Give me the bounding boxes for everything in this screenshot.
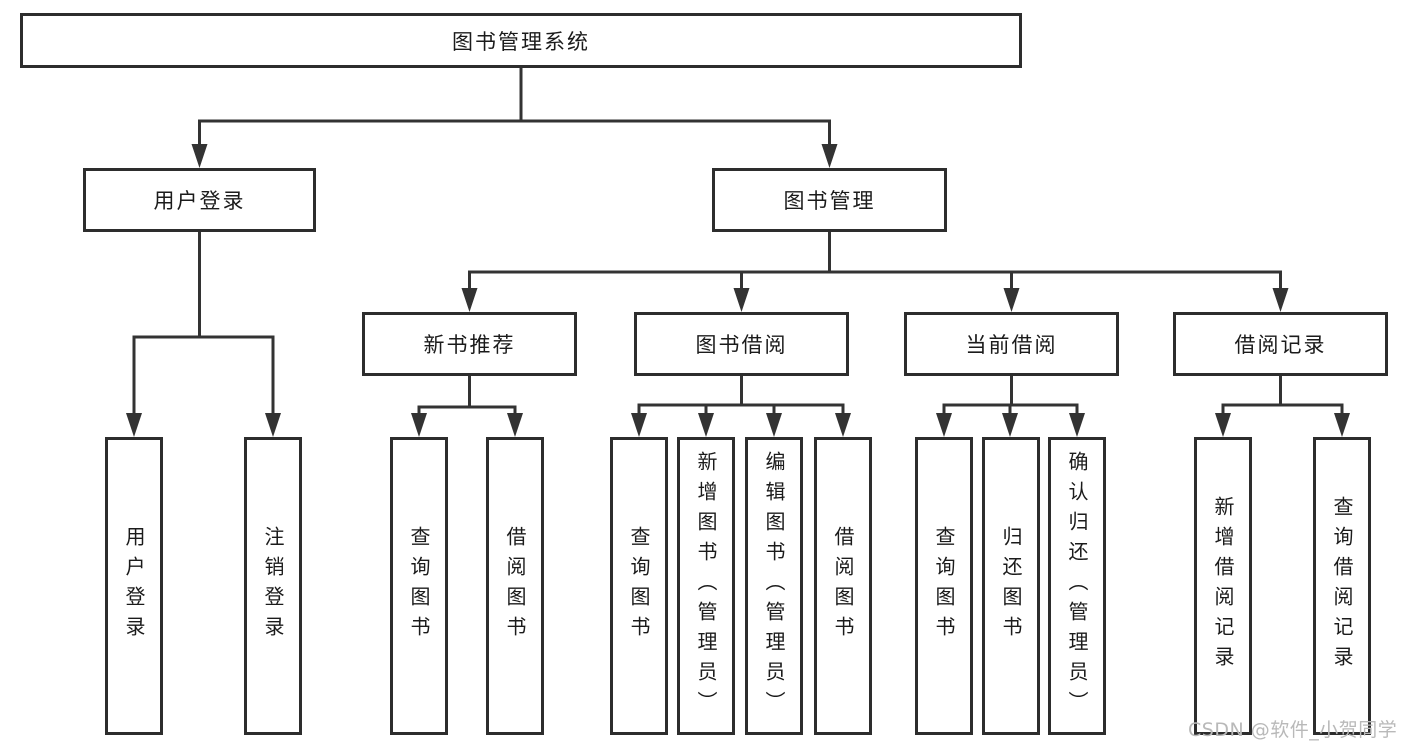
leaf-current-query-books: 查询图书 <box>915 437 973 735</box>
node-user-login: 用户登录 <box>83 168 316 232</box>
node-root-label: 图书管理系统 <box>452 29 590 54</box>
node-user-login-label: 用户登录 <box>153 189 246 213</box>
leaf-borrow-borrow-books: 借阅图书 <box>814 437 872 735</box>
node-book-borrow: 图书借阅 <box>634 312 849 376</box>
leaf-current-confirm-return-admin: 确认归还（管理员） <box>1048 437 1106 735</box>
leaf-user-login: 用户登录 <box>105 437 163 735</box>
leaf-logout-login: 注销登录 <box>244 437 302 735</box>
leaf-borrow-add-books-admin: 新增图书（管理员） <box>677 437 735 735</box>
node-book-borrow-label: 图书借阅 <box>695 333 788 357</box>
csdn-watermark: CSDN @软件_小贺同学 <box>1188 719 1398 741</box>
leaf-records-query-borrow-record-label: 查询借阅记录 <box>1330 496 1354 676</box>
leaf-recommend-borrow-books: 借阅图书 <box>486 437 544 735</box>
leaf-recommend-borrow-books-label: 借阅图书 <box>503 526 527 646</box>
leaf-records-add-borrow-record-label: 新增借阅记录 <box>1211 496 1235 676</box>
leaf-logout-login-label: 注销登录 <box>261 526 285 646</box>
node-book-management-label: 图书管理 <box>783 189 876 213</box>
leaf-borrow-edit-books-admin-label: 编辑图书（管理员） <box>762 451 786 721</box>
leaf-recommend-query-books: 查询图书 <box>390 437 448 735</box>
node-root-system: 图书管理系统 <box>20 13 1022 68</box>
leaf-current-return-books-label: 归还图书 <box>999 526 1023 646</box>
node-current-borrow: 当前借阅 <box>904 312 1119 376</box>
leaf-user-login-label: 用户登录 <box>122 526 146 646</box>
leaf-records-query-borrow-record: 查询借阅记录 <box>1313 437 1371 735</box>
leaf-recommend-query-books-label: 查询图书 <box>407 526 431 646</box>
node-borrow-records: 借阅记录 <box>1173 312 1388 376</box>
leaf-borrow-add-books-admin-label: 新增图书（管理员） <box>694 451 718 721</box>
node-book-management: 图书管理 <box>712 168 947 232</box>
leaf-current-return-books: 归还图书 <box>982 437 1040 735</box>
node-new-book-recommend-label: 新书推荐 <box>423 333 516 357</box>
node-current-borrow-label: 当前借阅 <box>965 333 1058 357</box>
leaf-records-add-borrow-record: 新增借阅记录 <box>1194 437 1252 735</box>
leaf-current-confirm-return-admin-label: 确认归还（管理员） <box>1065 451 1089 721</box>
node-borrow-records-label: 借阅记录 <box>1234 333 1327 357</box>
leaf-borrow-query-books-label: 查询图书 <box>627 526 651 646</box>
leaf-borrow-borrow-books-label: 借阅图书 <box>831 526 855 646</box>
leaf-current-query-books-label: 查询图书 <box>932 526 956 646</box>
leaf-borrow-query-books: 查询图书 <box>610 437 668 735</box>
leaf-borrow-edit-books-admin: 编辑图书（管理员） <box>745 437 803 735</box>
node-new-book-recommend: 新书推荐 <box>362 312 577 376</box>
